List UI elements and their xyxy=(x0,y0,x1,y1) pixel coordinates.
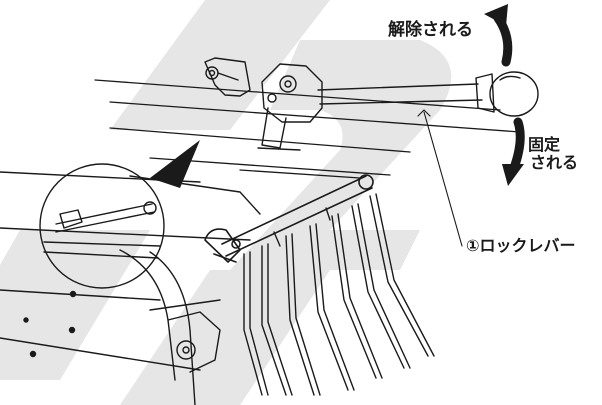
curved-arrow-down-icon xyxy=(502,117,525,186)
lock-lever-label: ①ロックレバー xyxy=(466,236,576,255)
rake-shaft xyxy=(204,174,374,263)
detail-circle xyxy=(39,140,200,289)
curved-arrow-up-icon xyxy=(484,4,513,67)
fixed-label-line1: 固定 xyxy=(528,135,561,154)
lock-lever-leader xyxy=(417,109,463,247)
release-label: 解除される xyxy=(388,20,473,40)
rake-tines xyxy=(243,193,435,396)
fixed-label: 固定 される xyxy=(528,136,578,172)
fixed-label-line2: される xyxy=(530,153,579,172)
lock-lever xyxy=(204,57,539,151)
watermark xyxy=(0,0,452,405)
